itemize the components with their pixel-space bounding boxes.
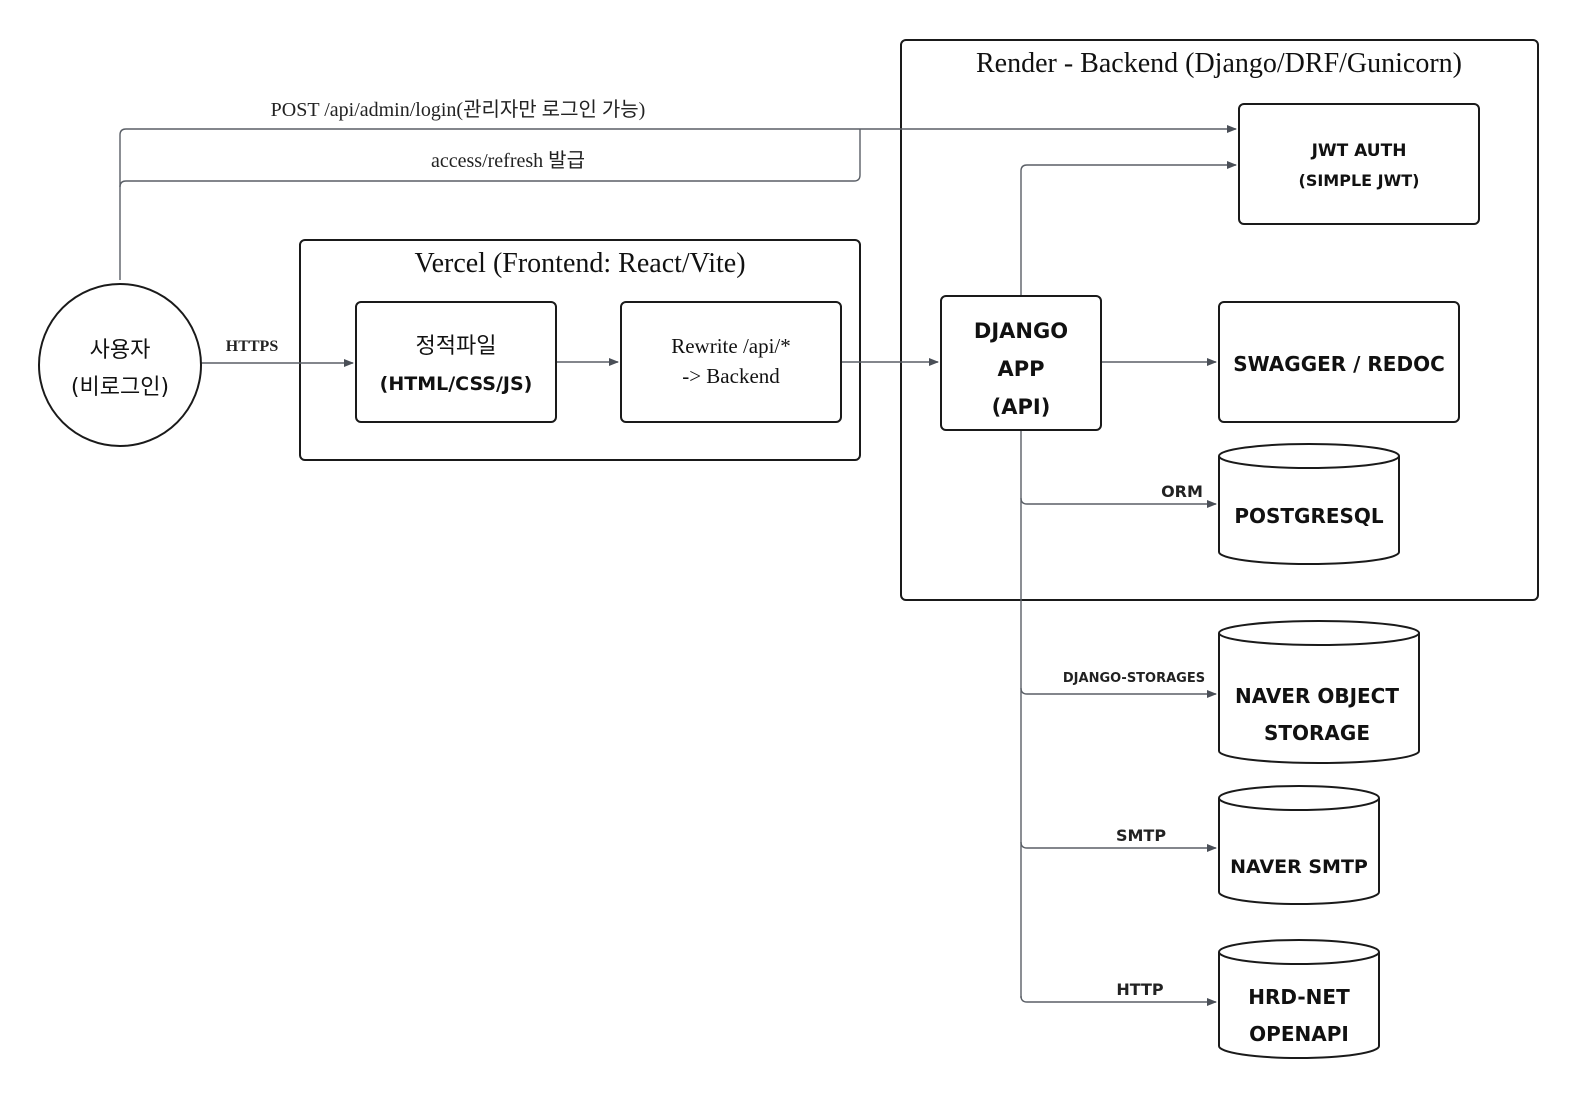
user-circle [38,283,202,447]
orm-edge-label: ORM [1161,482,1203,501]
postgresql-cylinder-top [1218,443,1400,469]
postgresql-label: POSTGRESQL [1234,504,1384,528]
rewrite-box [620,301,842,423]
orm-connector [1020,497,1217,508]
token-edge-label: access/refresh 발급 [431,149,585,172]
static-files-node: 정적파일 (HTML/CSS/JS) [355,301,557,423]
naver-object-storage-node: NAVER OBJECT STORAGE [1218,620,1420,764]
hrd-sublabel: OPENAPI [1249,1022,1349,1046]
https-edge-label: HTTPS [226,338,279,355]
hrd-net-openapi-node: HRD-NET OPENAPI [1218,939,1380,1059]
django-app-sublabel: APP [997,357,1044,381]
swagger-node: SWAGGER / REDOC [1218,301,1460,423]
render-group-title: Render - Backend (Django/DRF/Gunicorn) [976,48,1462,79]
django-to-jwt-connector [1020,161,1237,296]
rewrite-node: Rewrite /api/* -> Backend [620,301,842,423]
postgresql-node: POSTGRESQL [1218,443,1400,565]
smtp-label: NAVER SMTP [1230,856,1368,878]
http-connector [1020,995,1217,1006]
rewrite-label: Rewrite /api/* [671,334,791,358]
http-edge-label: HTTP [1116,980,1164,999]
token-response-connector [119,129,861,188]
jwt-auth-node: JWT AUTH (SIMPLE JWT) [1238,103,1480,225]
user-node: 사용자 (비로그인) [38,283,202,447]
login-edge-label: POST /api/admin/login(관리자만 로그인 가능) [271,98,646,121]
django-app-node: DJANGO APP (API) [940,295,1102,431]
smtp-connector [1020,841,1217,852]
login-request-connector [119,125,1237,280]
swagger-box [1218,301,1460,423]
vercel-group-title: Vercel (Frontend: React/Vite) [414,248,745,279]
django-storages-edge-label: DJANGO-STORAGES [1063,671,1205,686]
smtp-edge-label: SMTP [1116,826,1166,845]
django-app-label: DJANGO [974,319,1068,343]
swagger-label: SWAGGER / REDOC [1233,352,1445,376]
smtp-cylinder-top [1218,785,1380,811]
user-sublabel: (비로그인) [71,375,169,400]
django-app-box [940,295,1102,431]
storage-cylinder-top [1218,620,1420,646]
static-files-label: 정적파일 [416,334,497,359]
jwt-auth-box [1238,103,1480,225]
jwt-auth-label: JWT AUTH [1311,141,1407,161]
edge-labels: POST /api/admin/login(관리자만 로그인 가능) acces… [226,98,1205,999]
hrd-cylinder-top [1218,939,1380,965]
naver-smtp-node: NAVER SMTP [1218,785,1380,905]
smtp-cylinder-body [1218,798,1380,905]
storage-connector [1020,687,1217,698]
postgresql-cylinder-body [1218,456,1400,565]
static-files-sublabel: (HTML/CSS/JS) [380,373,533,395]
rewrite-sublabel: -> Backend [682,364,780,388]
storage-cylinder-body [1218,633,1420,764]
django-app-api-label: (API) [992,395,1051,419]
static-files-box [355,301,557,423]
hrd-cylinder-body [1218,952,1380,1059]
hrd-label: HRD-NET [1248,985,1350,1009]
user-label: 사용자 [90,338,151,363]
jwt-auth-sublabel: (SIMPLE JWT) [1299,171,1420,190]
storage-label: NAVER OBJECT [1235,684,1399,708]
storage-sublabel: STORAGE [1264,721,1370,745]
connectors [119,125,1237,1006]
